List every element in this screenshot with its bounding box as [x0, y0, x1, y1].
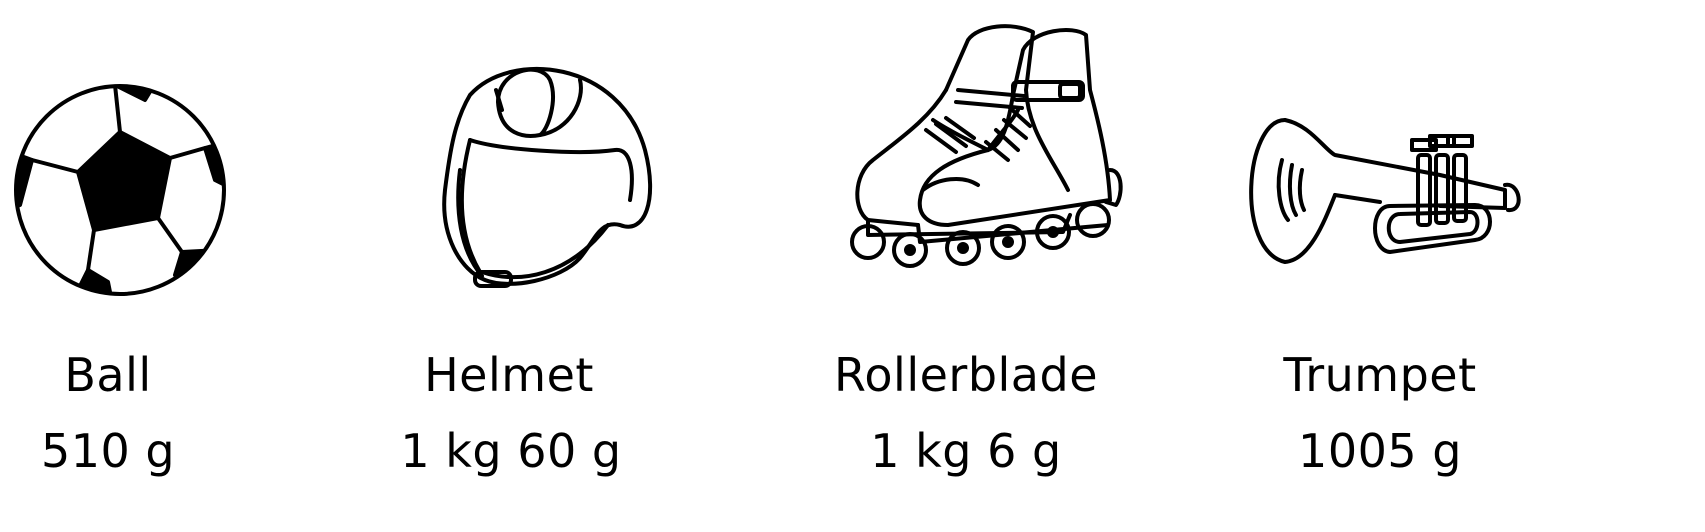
item-name: Rollerblade: [834, 348, 1098, 402]
item-ball: Ball 510 g: [0, 0, 260, 532]
soccer-ball-icon: [10, 80, 230, 300]
item-rollerblade: Rollerblade 1 kg 6 g: [830, 0, 1150, 532]
item-name: Ball: [64, 348, 152, 402]
item-helmet: Helmet 1 kg 60 g: [400, 0, 680, 532]
item-weight: 1005 g: [1298, 424, 1462, 478]
item-trumpet: Trumpet 1005 g: [1240, 0, 1540, 532]
helmet-icon: [430, 40, 680, 300]
trumpet-icon: [1240, 110, 1540, 280]
item-name: Helmet: [424, 348, 594, 402]
item-name: Trumpet: [1283, 348, 1477, 402]
rollerblade-icon: [838, 10, 1138, 280]
item-weight: 510 g: [40, 424, 176, 478]
item-weight: 1 kg 60 g: [400, 424, 622, 478]
item-weight: 1 kg 6 g: [870, 424, 1062, 478]
